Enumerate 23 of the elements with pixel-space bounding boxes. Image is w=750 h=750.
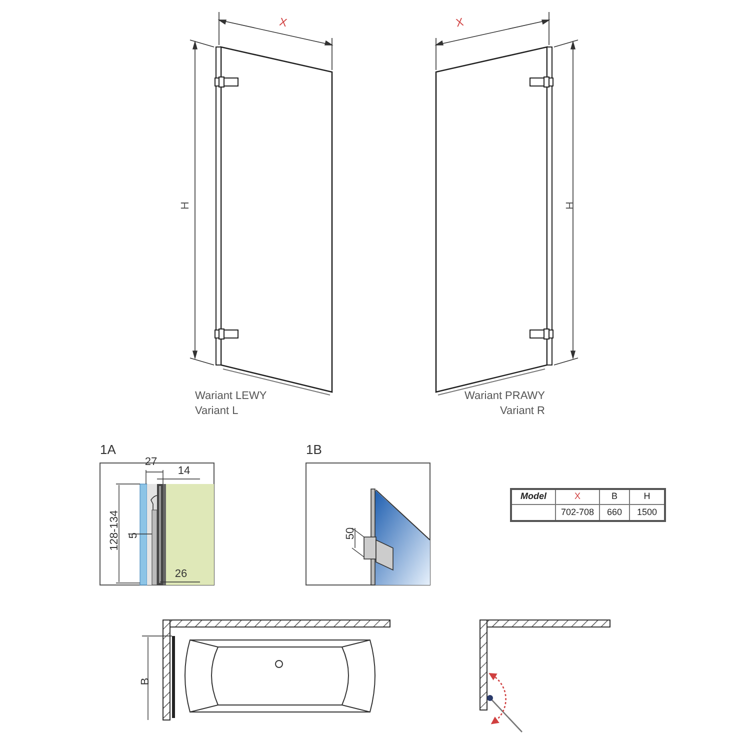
table-header-cell: H	[630, 490, 664, 505]
dimension-label: 50	[346, 527, 356, 540]
dimension-label: X	[455, 17, 465, 30]
dimension-label: 128-134	[110, 510, 120, 551]
variant-caption: Wariant PRAWY	[464, 391, 545, 402]
table-header-cell: B	[600, 490, 630, 505]
dimension-label: H	[180, 202, 192, 210]
variant-caption: Variant L	[195, 406, 238, 417]
table-cell: 702-708	[556, 505, 600, 520]
dimension-label: H	[566, 202, 576, 210]
dimension-label: B	[140, 678, 152, 686]
dimension-label: 14	[178, 466, 190, 477]
table-cell: 660	[600, 505, 630, 520]
detail-label: 1A	[100, 443, 116, 456]
table-header-cell: X	[556, 490, 600, 505]
dimension-label: 5	[128, 532, 140, 539]
table-header-cell: Model	[512, 490, 556, 505]
variant-caption: Variant R	[500, 406, 545, 417]
detail-label: 1B	[306, 443, 322, 456]
dimension-label: X	[278, 17, 288, 30]
variant-caption: Wariant LEWY	[195, 391, 267, 402]
table-cell-text: 1500	[636, 506, 658, 519]
dimension-label: 26	[174, 569, 188, 580]
